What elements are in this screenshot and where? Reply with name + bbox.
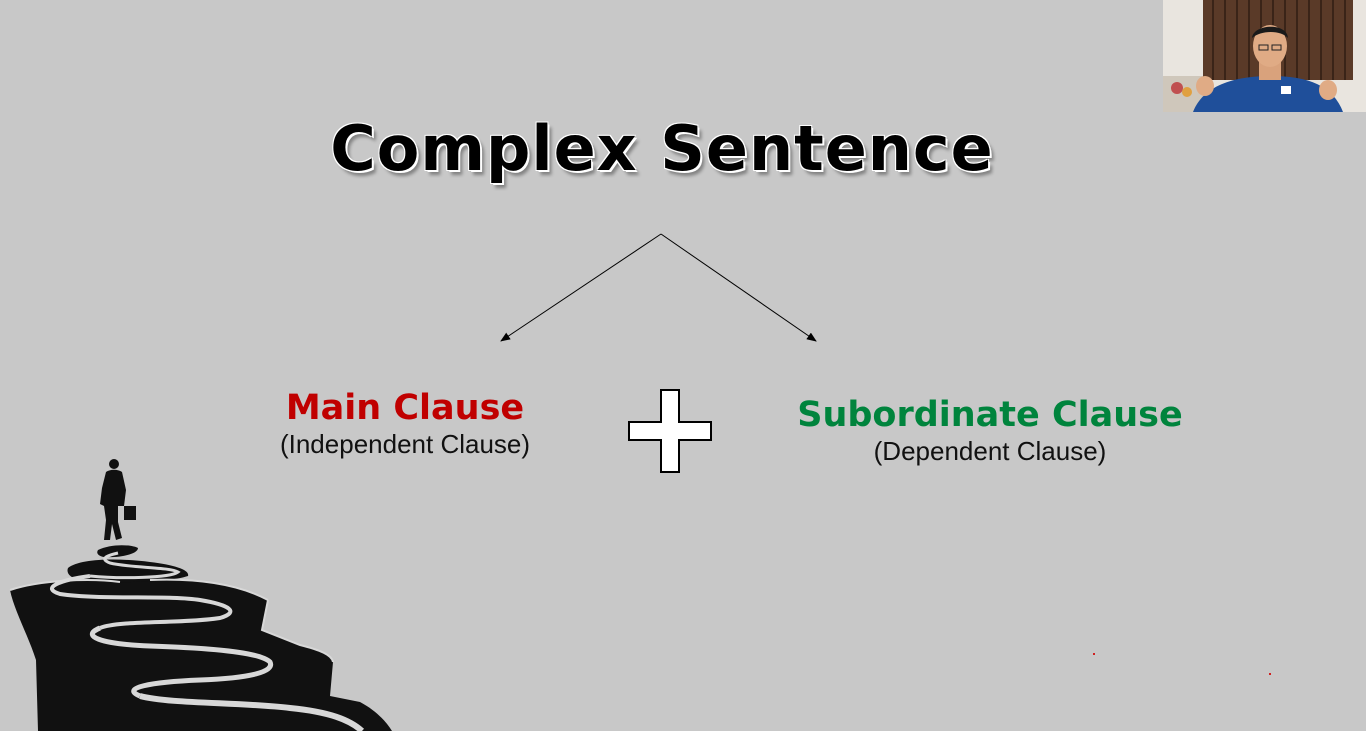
walking-man-icon: [100, 459, 136, 540]
arrow-left: [500, 233, 662, 342]
slide-title: Complex Sentence: [330, 112, 994, 185]
subordinate-clause-block: Subordinate Clause (Dependent Clause): [790, 395, 1190, 467]
main-clause-heading: Main Clause: [285, 388, 525, 428]
laser-dot: [1269, 673, 1271, 675]
cliff-walker-illustration: [9, 459, 392, 731]
subordinate-clause-heading: Subordinate Clause: [797, 395, 1183, 435]
plus-icon: [628, 389, 712, 473]
main-clause-subheading: (Independent Clause): [279, 429, 531, 459]
presenter-webcam: [1163, 0, 1366, 112]
laser-dot: [1093, 653, 1095, 655]
arrow-right: [660, 233, 817, 342]
presenter-video-icon: [1163, 0, 1366, 112]
main-clause-block: Main Clause (Independent Clause): [250, 388, 560, 460]
subordinate-clause-subheading: (Dependent Clause): [873, 436, 1107, 466]
